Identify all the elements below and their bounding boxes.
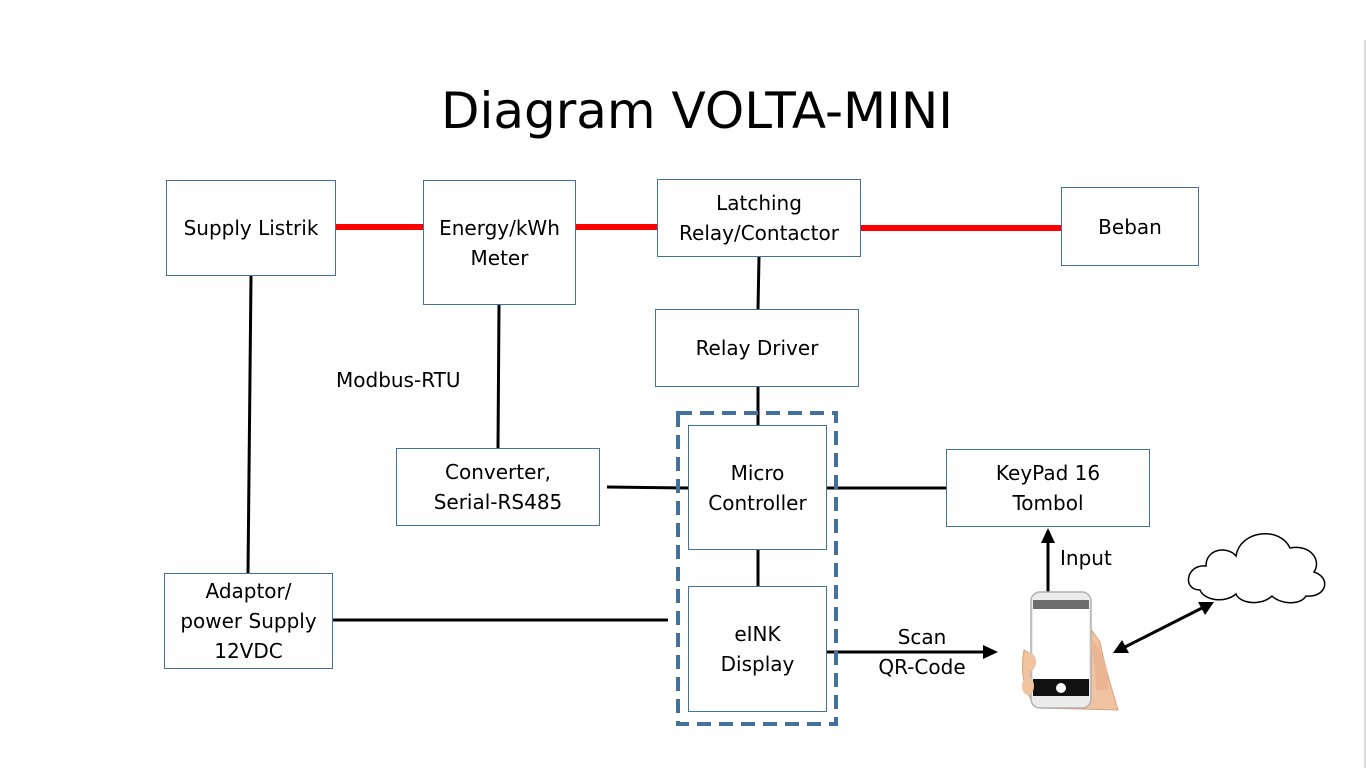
mcu-group-outline xyxy=(676,411,838,726)
node-micro-controller: Micro Controller xyxy=(688,425,827,550)
slide-edge xyxy=(1364,40,1366,768)
node-adaptor: Adaptor/ power Supply 12VDC xyxy=(164,573,333,669)
label-modbus-rtu: Modbus-RTU xyxy=(336,368,461,392)
cloud-icon xyxy=(1187,533,1326,604)
arrow-cloud-head-a xyxy=(1113,640,1129,653)
arrow-input-head xyxy=(1041,528,1055,543)
node-eink-display: eINK Display xyxy=(688,586,827,712)
diagram-title: Diagram VOLTA-MINI xyxy=(440,82,954,140)
line-relay-driver xyxy=(756,256,761,310)
line-supply-adaptor xyxy=(246,275,253,574)
label-scan-qr-code: Scan QR-Code xyxy=(878,625,966,679)
arrow-cloud xyxy=(1124,606,1203,649)
node-latching-relay: Latching Relay/Contactor xyxy=(657,179,861,257)
line-converter-mcu xyxy=(606,485,689,490)
node-beban: Beban xyxy=(1061,187,1199,266)
line-meter-converter xyxy=(496,304,501,449)
smartphone-in-hand-icon xyxy=(1022,591,1119,711)
node-relay-driver: Relay Driver xyxy=(655,309,859,387)
node-converter: Converter, Serial-RS485 xyxy=(396,448,600,526)
node-supply-listrik: Supply Listrik xyxy=(166,180,336,276)
node-keypad: KeyPad 16 Tombol xyxy=(946,449,1150,527)
node-energy-meter: Energy/kWh Meter xyxy=(423,180,576,305)
label-input: Input xyxy=(1060,546,1112,570)
arrow-scan-head xyxy=(983,645,998,659)
arrow-cloud-head-b xyxy=(1198,602,1214,615)
